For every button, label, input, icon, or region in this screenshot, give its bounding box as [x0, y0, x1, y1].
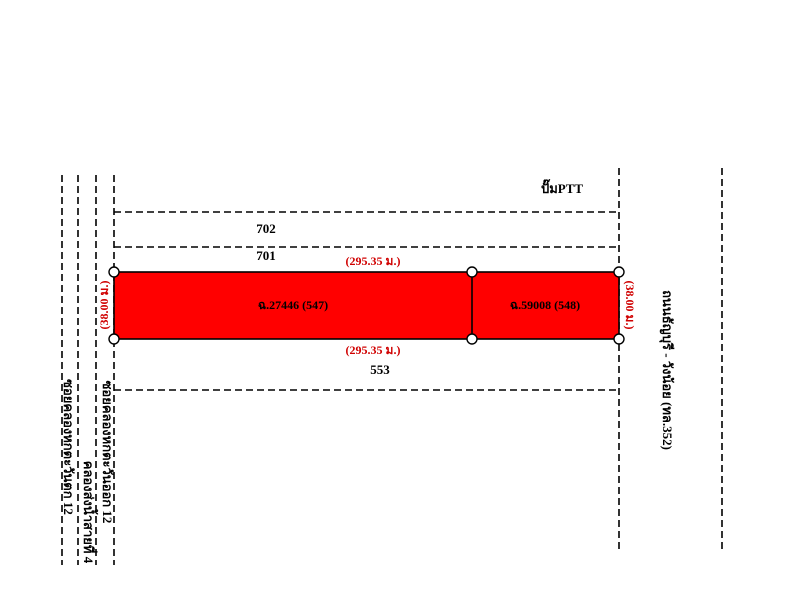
soi-west-label: ซอยคลองหกตะวันตก 12	[61, 379, 76, 515]
parcel-548-label: ฉ.59008 (548)	[510, 298, 580, 312]
parcel-553-label: 553	[370, 362, 390, 377]
left-dimension-label: (38.00 ม.)	[97, 281, 111, 330]
canal-label: คลองส่งน้ำสายที่ 4	[81, 461, 99, 564]
corner-marker	[466, 266, 478, 278]
main-road-label: ถนนธัญบุรี - วังน้อย (ทล.352)	[659, 290, 675, 450]
corner-marker	[108, 266, 120, 278]
top-dimension-label: (295.35 ม.)	[346, 254, 401, 268]
subject-parcel-area	[113, 271, 620, 340]
gas-station-label: ปั๊มPTT	[541, 179, 583, 196]
corner-marker	[613, 333, 625, 345]
corner-marker	[108, 333, 120, 345]
corner-marker	[613, 266, 625, 278]
parcel-547-label: ฉ.27446 (547)	[258, 298, 328, 312]
right-dimension-label: (38.00 ม.)	[623, 281, 637, 330]
corner-marker	[466, 333, 478, 345]
parcel-701-label: 701	[256, 248, 276, 263]
parcel-702-label: 702	[256, 221, 276, 236]
bottom-dimension-label: (295.35 ม.)	[346, 343, 401, 357]
soi-east-label: ซอยคลองหกตะวันออก 12	[100, 381, 115, 524]
